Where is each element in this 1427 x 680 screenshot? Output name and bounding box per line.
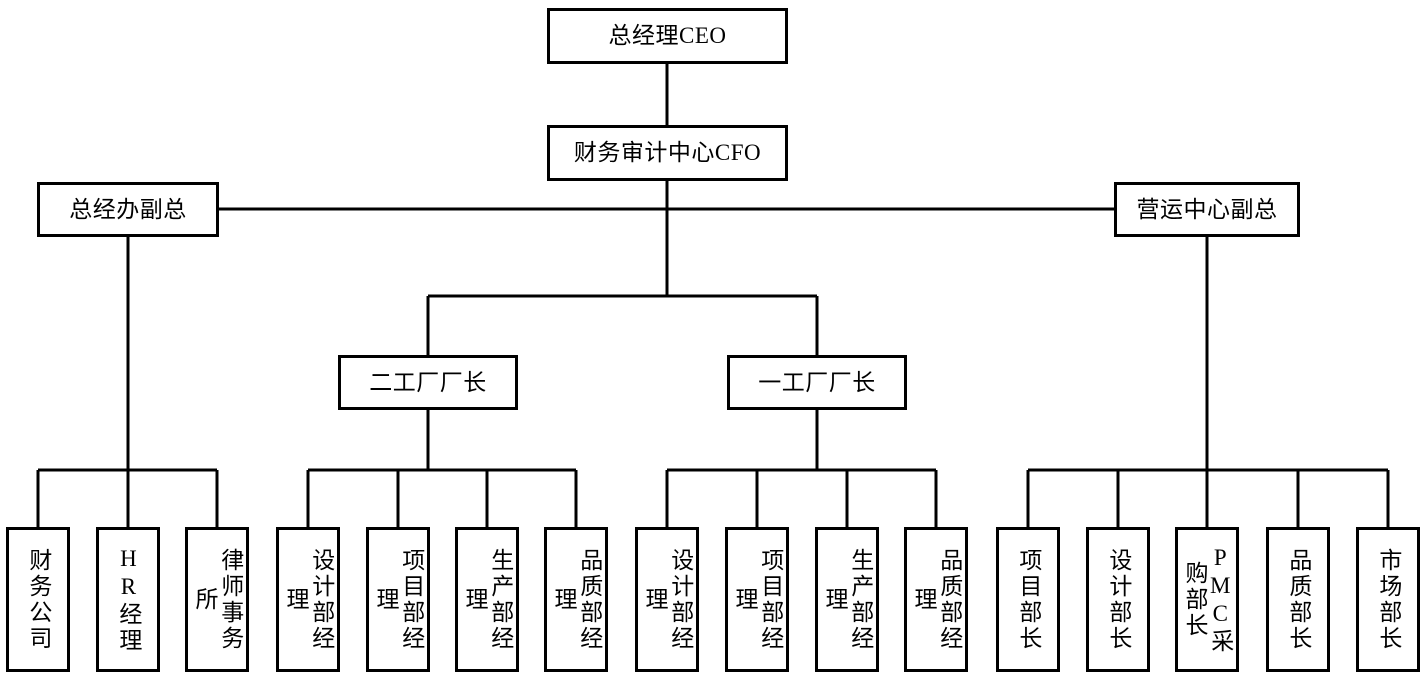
node-finance-company-label: 财务公司 [25, 547, 51, 652]
node-cfo-label: 财务审计中心CFO [573, 140, 762, 166]
node-law-firm[interactable]: 律师事务所 [185, 527, 249, 672]
node-f2-production-manager-label: 生产部经理 [462, 547, 513, 652]
node-finance-company[interactable]: 财务公司 [6, 527, 70, 672]
node-ops-design-head[interactable]: 设计部长 [1086, 527, 1150, 672]
node-ops-market-head[interactable]: 市场部长 [1356, 527, 1420, 672]
node-hr-manager-label: HR经理 [115, 545, 141, 654]
node-f2-quality-manager[interactable]: 品质部经理 [544, 527, 608, 672]
node-f2-project-manager[interactable]: 项目部经理 [366, 527, 430, 672]
node-f1-project-manager-label: 项目部经理 [732, 547, 783, 652]
node-ops-project-head[interactable]: 项目部长 [996, 527, 1060, 672]
node-ops-pmc-purchasing-head-label: PMC采购部长 [1182, 544, 1233, 655]
node-vp-gm-office[interactable]: 总经办副总 [37, 182, 219, 237]
node-vp-operations[interactable]: 营运中心副总 [1114, 182, 1300, 237]
node-ops-project-head-label: 项目部长 [1015, 547, 1041, 652]
node-f1-design-manager-label: 设计部经理 [642, 547, 693, 652]
node-ceo-label: 总经理CEO [608, 23, 727, 49]
node-ops-quality-head[interactable]: 品质部长 [1266, 527, 1330, 672]
node-ops-design-head-label: 设计部长 [1105, 547, 1131, 652]
node-f2-production-manager[interactable]: 生产部经理 [455, 527, 519, 672]
node-factory1-head-label: 一工厂厂长 [758, 369, 876, 395]
node-vp-operations-label: 营运中心副总 [1136, 196, 1278, 222]
node-cfo[interactable]: 财务审计中心CFO [547, 125, 788, 181]
node-f1-quality-manager-label: 品质部经理 [911, 547, 962, 652]
node-f2-design-manager[interactable]: 设计部经理 [276, 527, 340, 672]
node-factory2-head-label: 二工厂厂长 [369, 369, 487, 395]
node-factory1-head[interactable]: 一工厂厂长 [727, 355, 907, 410]
node-hr-manager[interactable]: HR经理 [96, 527, 160, 672]
node-ops-quality-head-label: 品质部长 [1285, 547, 1311, 652]
node-f1-project-manager[interactable]: 项目部经理 [725, 527, 789, 672]
node-ceo[interactable]: 总经理CEO [547, 8, 788, 64]
node-law-firm-label: 律师事务所 [192, 547, 243, 652]
node-ops-market-head-label: 市场部长 [1375, 547, 1401, 652]
node-f2-project-manager-label: 项目部经理 [373, 547, 424, 652]
node-f1-quality-manager[interactable]: 品质部经理 [904, 527, 968, 672]
node-factory2-head[interactable]: 二工厂厂长 [338, 355, 518, 410]
node-f1-production-manager-label: 生产部经理 [822, 547, 873, 652]
node-f1-design-manager[interactable]: 设计部经理 [635, 527, 699, 672]
node-f2-design-manager-label: 设计部经理 [283, 547, 334, 652]
node-vp-gm-office-label: 总经办副总 [69, 196, 187, 222]
node-f1-production-manager[interactable]: 生产部经理 [815, 527, 879, 672]
node-ops-pmc-purchasing-head[interactable]: PMC采购部长 [1175, 527, 1239, 672]
node-f2-quality-manager-label: 品质部经理 [551, 547, 602, 652]
